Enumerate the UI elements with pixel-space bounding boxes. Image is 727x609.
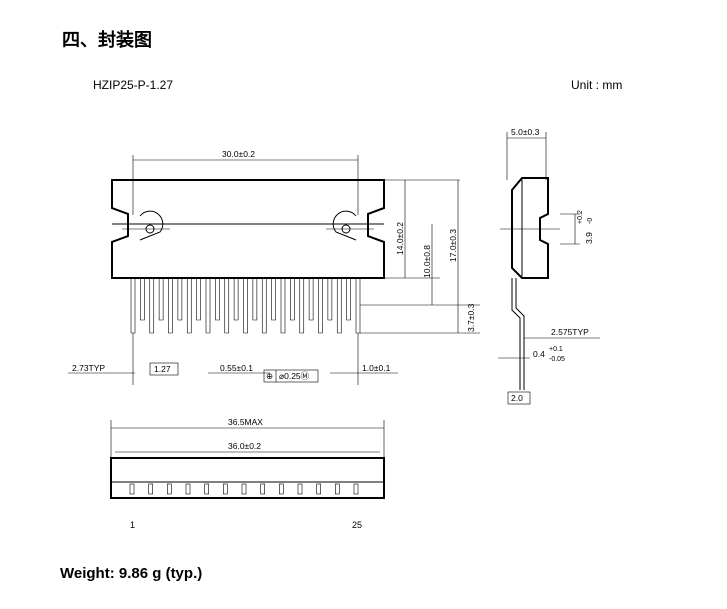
right-mount-hole (332, 210, 357, 241)
lead (280, 278, 286, 334)
bottom-pin (279, 483, 284, 495)
lead (327, 278, 333, 321)
lead (196, 278, 201, 321)
lead-group (130, 278, 361, 385)
bottom-pin (241, 483, 247, 495)
dim-height-label: 14.0±0.2 (395, 222, 405, 255)
bottom-pin (129, 483, 135, 495)
front-view: 30.0±0.2 14.0±0.2 10.0±0.8 17.0±0.3 3.7±… (68, 149, 480, 385)
side-pitch-box (507, 391, 531, 405)
bottom-pin (223, 483, 228, 495)
lead (149, 278, 155, 334)
lead (346, 278, 351, 321)
bottom-pin (204, 483, 209, 495)
dim-right-offset-label: 1.0±0.1 (362, 363, 391, 373)
dim-hole-tol-upper: +0.2 (577, 210, 584, 224)
bottom-pin (297, 483, 303, 495)
bottom-view: 36.5MAX 36.0±0.2 1 25 (110, 417, 385, 530)
bottom-pin (148, 483, 153, 495)
side-view: 5.0±0.3 3.9 +0.2 -0 2.575TYP 0.4 +0.1 -0… (498, 127, 600, 405)
lead (130, 278, 136, 334)
dim-lead-length-label: 3.7±0.3 (466, 303, 476, 332)
lead (261, 278, 267, 334)
bottom-pin (335, 483, 340, 495)
lead (308, 278, 314, 321)
lead (205, 278, 211, 334)
side-lead (511, 278, 521, 390)
lead (233, 278, 239, 321)
dim-hole-label: 3.9 (584, 232, 594, 244)
side-lead-inner (515, 278, 525, 390)
lead (243, 278, 248, 334)
lead (168, 278, 173, 334)
lead (271, 278, 276, 321)
dim-tolerance-label: ⌀0.25Ⓜ (279, 371, 310, 381)
bottom-body-outline (110, 457, 385, 499)
lead (355, 278, 361, 334)
bottom-pin (316, 483, 321, 495)
lead (318, 278, 323, 334)
dim-lead-thick-tol-lower: -0.05 (549, 356, 565, 363)
lead (299, 278, 305, 334)
dim-body-label: 36.0±0.2 (228, 441, 261, 451)
package-name: HZIP25-P-1.27 (93, 78, 174, 92)
lead (177, 278, 183, 321)
unit-label: Unit : mm (571, 78, 623, 92)
dim-left-offset-label: 2.73TYP (72, 363, 105, 373)
page-title: 四、封装图 (62, 30, 152, 51)
dim-hole-height-label: 10.0±0.8 (422, 245, 432, 278)
side-body-outline (511, 177, 549, 279)
lead (290, 278, 295, 321)
dim-total-height-label: 17.0±0.3 (448, 229, 458, 262)
pin-first-label: 1 (130, 520, 135, 530)
dim-width-label: 30.0±0.2 (222, 149, 255, 159)
dim-side-width-label: 5.0±0.3 (511, 127, 540, 137)
tolerance-box (263, 369, 319, 383)
pin-last-label: 25 (352, 520, 362, 530)
dim-hole-tol-lower: -0 (587, 218, 594, 224)
lead (336, 278, 342, 334)
lead (224, 278, 230, 334)
dim-max-label: 36.5MAX (228, 417, 263, 427)
lead (158, 278, 164, 321)
dim-lead-offset-label: 2.575TYP (551, 327, 589, 337)
left-mount-hole (139, 210, 164, 241)
lead (186, 278, 192, 334)
bottom-pin (260, 483, 265, 495)
bottom-pin (353, 483, 359, 495)
dim-lead-width-label: 0.55±0.1 (220, 363, 253, 373)
bottom-pin-group (129, 483, 359, 495)
lead (215, 278, 220, 321)
lead (140, 278, 145, 321)
dim-pitch-label: 1.27 (154, 364, 171, 374)
dim-lead-thick-tol-upper: +0.1 (549, 346, 563, 353)
dim-side-pitch-label: 2.0 (511, 393, 523, 403)
bottom-pin (167, 483, 172, 495)
bottom-pin (185, 483, 191, 495)
pitch-box (149, 362, 179, 376)
tolerance-symbol: ⊕ (266, 371, 273, 381)
dim-lead-thick-label: 0.4 (533, 349, 545, 359)
lead (252, 278, 258, 321)
weight-label: Weight: 9.86 g (typ.) (60, 565, 203, 582)
